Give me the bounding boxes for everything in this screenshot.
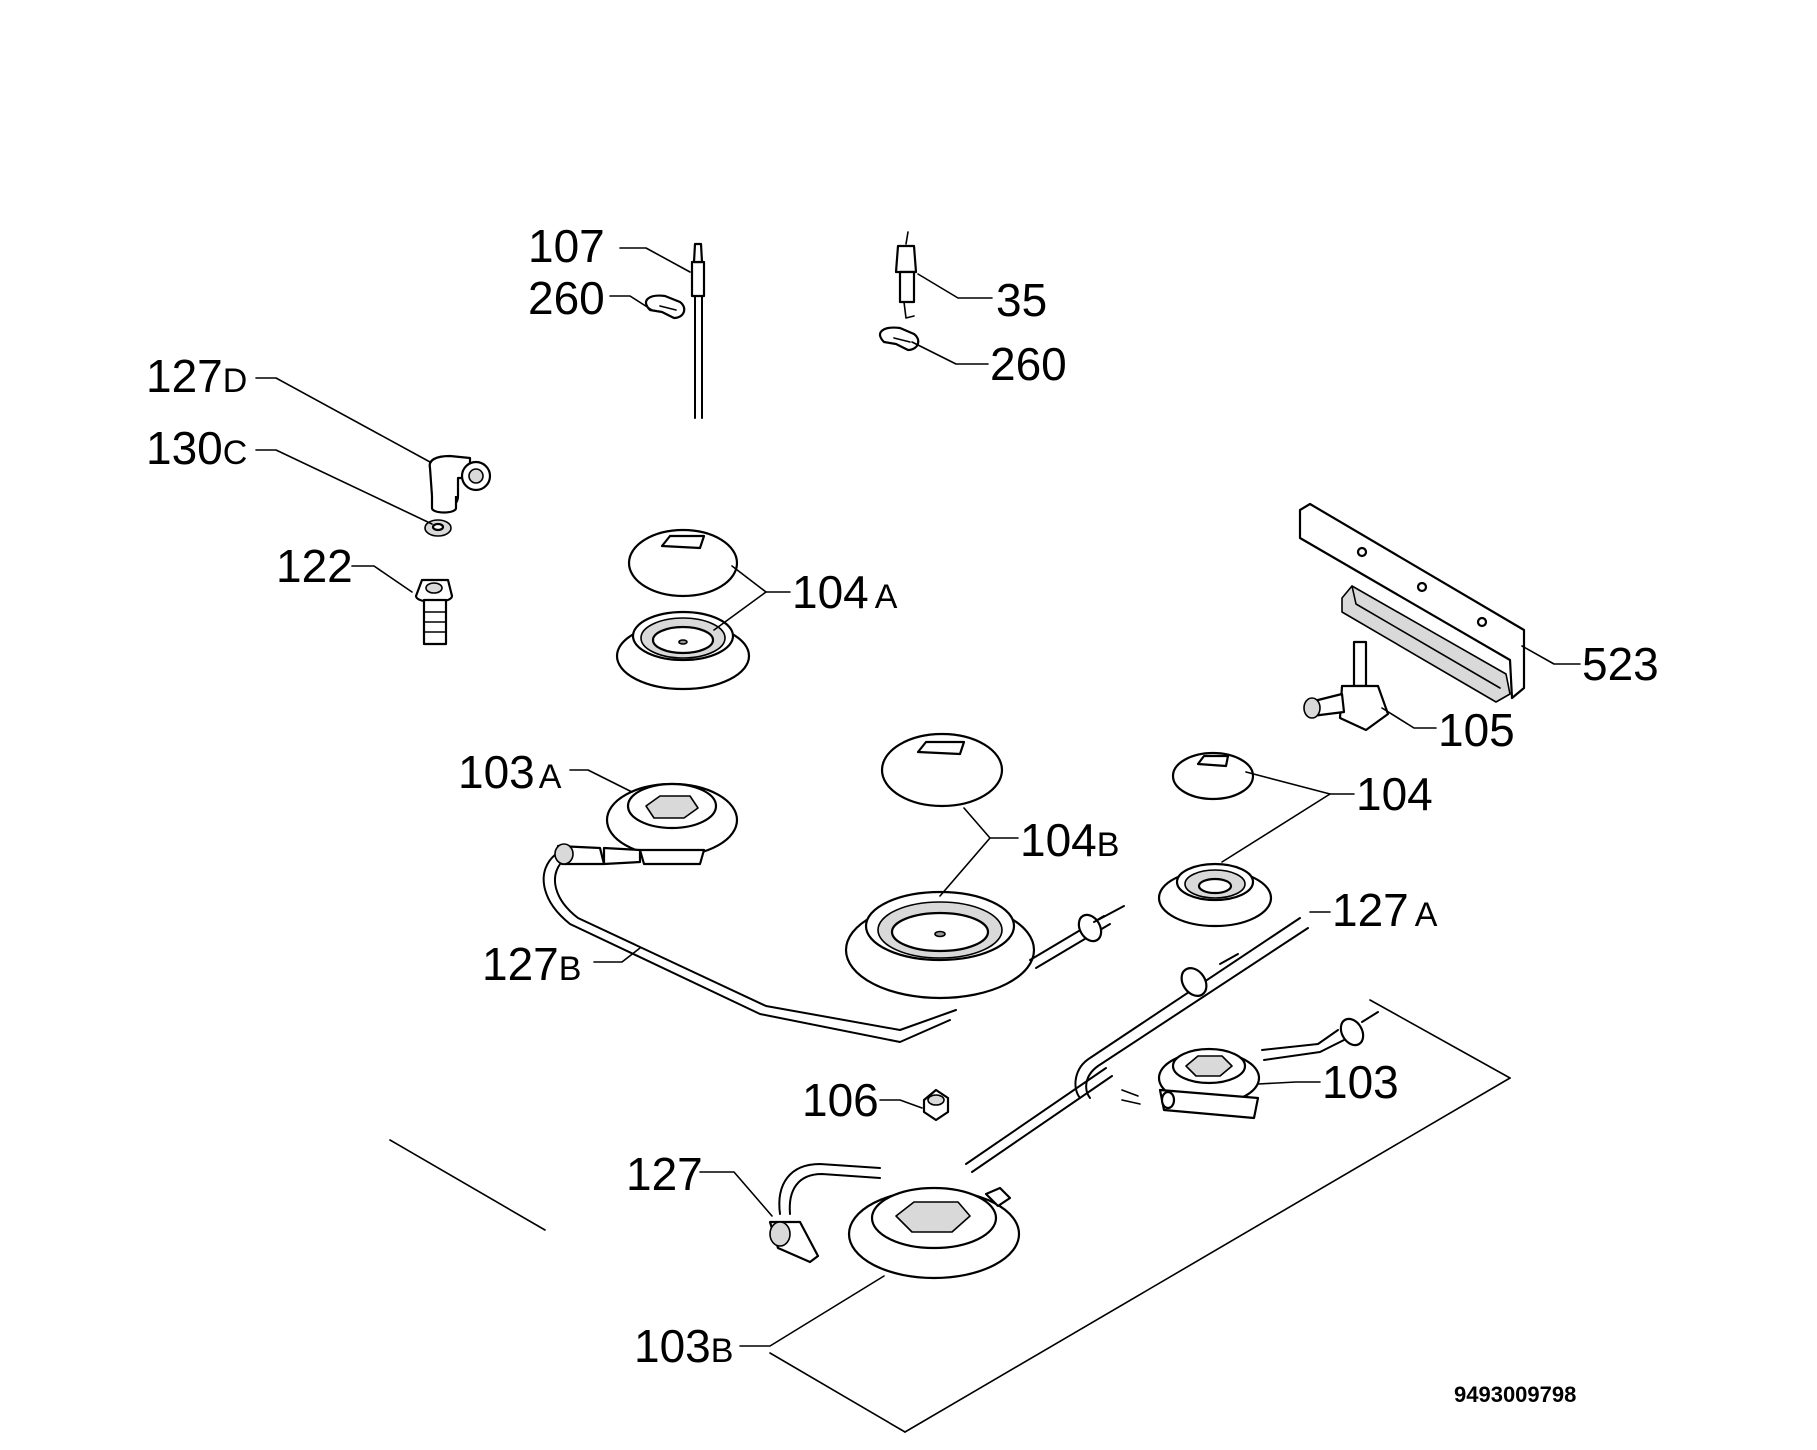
label-103B: 103B — [634, 1320, 733, 1372]
label-106: 106 — [802, 1074, 879, 1126]
label-105: 105 — [1438, 704, 1515, 756]
part-103-burner — [1121, 1011, 1379, 1120]
part-103A-burner — [605, 782, 739, 866]
label-107: 107 — [528, 220, 605, 272]
label-122: 122 — [276, 540, 353, 592]
label-260-left: 260 — [528, 272, 605, 324]
label-260-right: 260 — [990, 338, 1067, 390]
part-127D-elbow — [428, 454, 492, 514]
part-104-cap-crown — [1157, 751, 1273, 928]
label-104B: 104B — [1020, 814, 1119, 866]
part-523-bracket — [1298, 502, 1526, 703]
part-127-pipe — [768, 1163, 881, 1264]
part-122-fitting — [414, 578, 454, 646]
part-103B-burner — [847, 1186, 1021, 1280]
part-pipe-segments — [965, 1067, 1113, 1173]
label-127D: 127D — [146, 350, 247, 402]
leader-lines — [255, 247, 1581, 1347]
label-104: 104 — [1356, 768, 1433, 820]
part-104B-cap-crown — [844, 732, 1036, 1000]
label-523: 523 — [1582, 638, 1659, 690]
part-105-gas-tap — [1303, 640, 1390, 732]
label-130C: 130C — [146, 422, 247, 474]
part-260-clip-right — [878, 326, 920, 352]
part-106-nut — [922, 1088, 950, 1122]
part-104A-cap-crown — [615, 528, 751, 691]
drawing-code: 9493009798 — [1454, 1382, 1576, 1407]
part-35-electrode — [894, 231, 918, 319]
label-35: 35 — [996, 274, 1047, 326]
label-103: 103 — [1322, 1056, 1399, 1108]
label-127: 127 — [626, 1148, 703, 1200]
part-107-thermocouple — [690, 242, 706, 419]
part-127B-pipe — [542, 843, 957, 1043]
part-127A-pipe — [1029, 905, 1309, 1099]
hob-outline — [389, 999, 1511, 1433]
part-260-clip-left — [644, 294, 686, 320]
label-127B: 127B — [482, 938, 581, 990]
